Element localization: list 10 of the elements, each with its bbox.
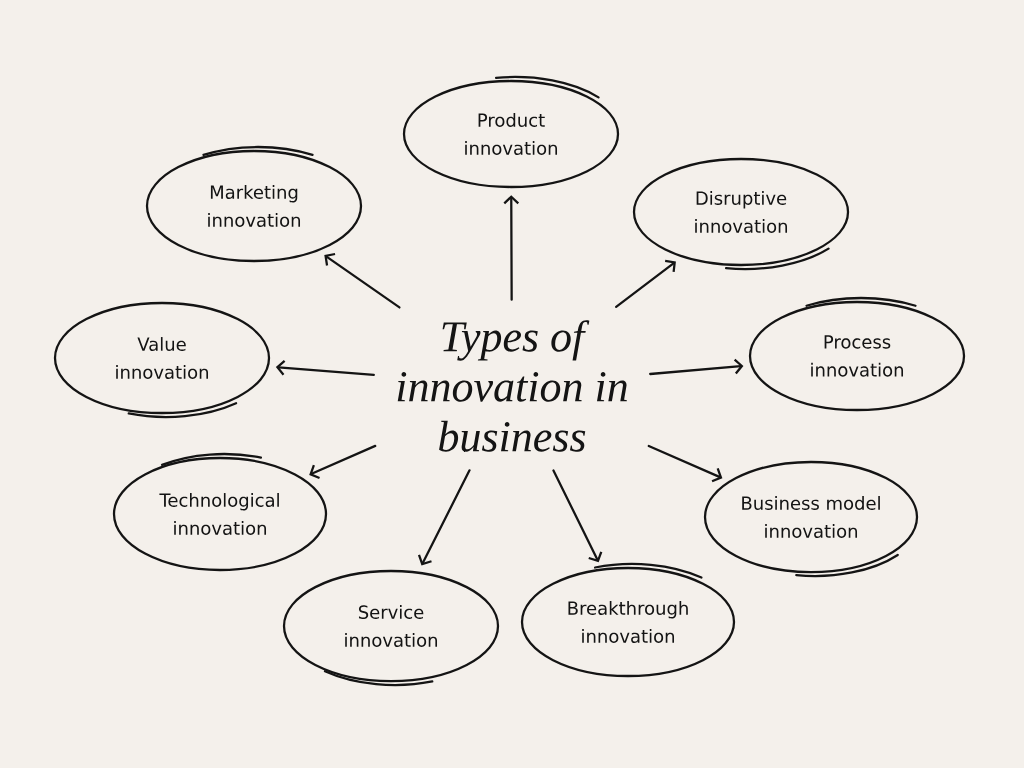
arrow <box>417 469 471 566</box>
arrow <box>324 252 401 309</box>
central-heading: Types of innovation in business <box>397 320 627 452</box>
arrow <box>649 358 744 376</box>
arrow <box>275 359 375 377</box>
arrow <box>615 259 676 308</box>
arrow <box>647 444 723 483</box>
arrow <box>503 195 520 301</box>
arrow <box>309 444 377 480</box>
arrow <box>552 469 603 563</box>
